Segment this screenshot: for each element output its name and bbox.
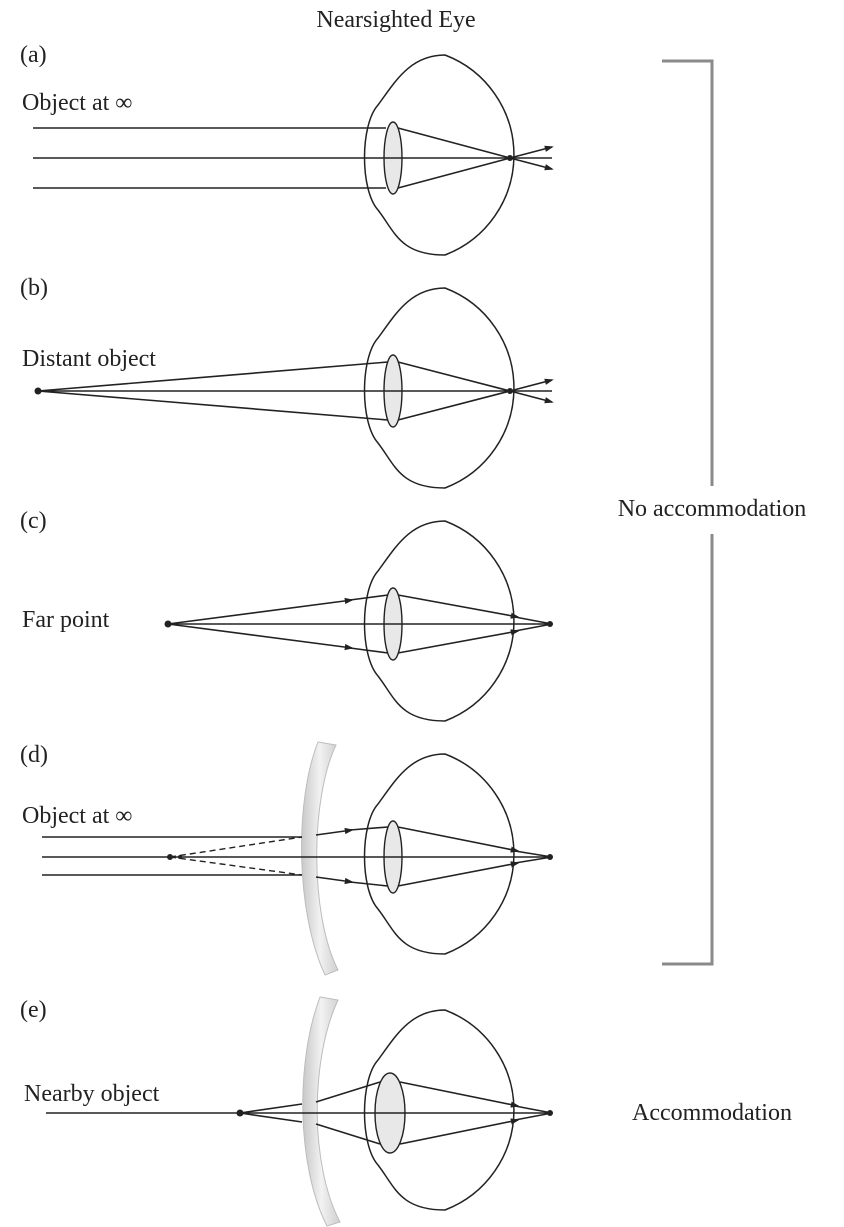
no-accommodation-label: No accommodation [618, 496, 807, 522]
panel-d-caption: Object at ∞ [22, 803, 132, 829]
accommodation-label: Accommodation [632, 1100, 792, 1126]
eye-d [363, 753, 515, 955]
panel-a-label: (a) [20, 42, 47, 68]
panel-a: (a) Object at ∞ [20, 42, 554, 256]
panel-c-label: (c) [20, 508, 47, 534]
panel-d-label: (d) [20, 742, 48, 768]
corrective-lens-d [301, 741, 339, 976]
figure-title: Nearsighted Eye [316, 7, 475, 33]
eye-e [363, 1009, 515, 1211]
panel-a-caption: Object at ∞ [22, 90, 132, 116]
panel-b: (b) Distant object [20, 275, 554, 489]
panel-d: (d) Object at ∞ [20, 741, 553, 976]
no-accommodation-bracket [662, 59, 714, 966]
corrective-lens-e [302, 996, 341, 1227]
panel-c-caption: Far point [22, 607, 110, 633]
eye-b [363, 287, 515, 489]
eye-a [363, 54, 515, 256]
panel-e-caption: Nearby object [24, 1081, 160, 1107]
panel-c: (c) Far point [20, 508, 553, 722]
panel-b-caption: Distant object [22, 346, 156, 372]
panel-e: (e) Nearby object [20, 996, 553, 1227]
panel-b-label: (b) [20, 275, 48, 301]
panel-e-label: (e) [20, 997, 47, 1023]
eye-c [363, 520, 515, 722]
